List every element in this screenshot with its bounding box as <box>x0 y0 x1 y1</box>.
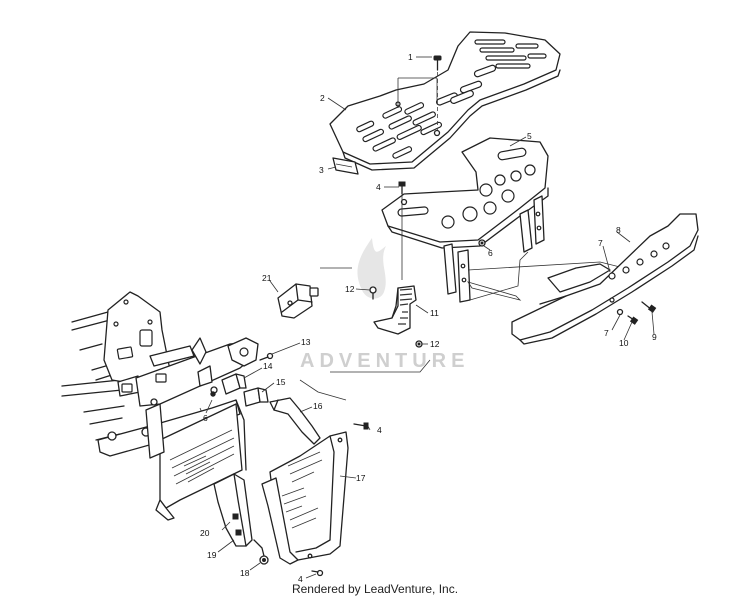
callout-1: 1 <box>408 52 413 62</box>
reflector-plate-part <box>332 157 359 175</box>
callout-3: 3 <box>319 165 324 175</box>
callout-17: 17 <box>356 473 366 483</box>
rack-mount-bracket-part <box>381 137 549 303</box>
callout-12-upper: 12 <box>345 284 355 294</box>
callout-14: 14 <box>263 361 273 371</box>
callout-13: 13 <box>301 337 311 347</box>
callout-6-upper: 6 <box>488 248 493 258</box>
callout-7-lower: 7 <box>604 328 609 338</box>
leader-lines <box>205 56 655 579</box>
callout-20: 20 <box>200 528 210 538</box>
rear-bumper-part <box>511 213 699 345</box>
leadventure-watermark: ADVENTURE <box>300 238 469 372</box>
callout-4-upper: 4 <box>376 182 381 192</box>
screw-bottom-part <box>311 569 324 577</box>
callout-15: 15 <box>276 377 286 387</box>
bumper-bolt-part <box>641 301 657 313</box>
callout-7-upper: 7 <box>598 238 603 248</box>
nut-upper-part <box>478 239 486 247</box>
callout-18: 18 <box>240 568 250 578</box>
screw-12-lower-part <box>415 340 423 348</box>
bolt-13-part <box>259 352 274 361</box>
upper-rack-part <box>329 31 561 171</box>
callout-19: 19 <box>207 550 217 560</box>
bumper-washer-part <box>616 308 624 316</box>
tail-light-part <box>277 283 319 319</box>
grommet-18-part <box>259 555 269 565</box>
callout-12-lower: 12 <box>430 339 440 349</box>
vehicle-frame-part <box>61 291 259 521</box>
callout-2: 2 <box>320 93 325 103</box>
callout-16: 16 <box>313 401 323 411</box>
side-guard-part <box>213 473 265 557</box>
callout-11: 11 <box>430 308 439 318</box>
screw-mid-part <box>353 422 369 430</box>
callout-labels: 1 2 3 4 5 6 7 8 7 10 9 21 12 11 12 13 14… <box>200 52 657 584</box>
splash-guard-part <box>261 431 349 565</box>
render-credit-caption: Rendered by LeadVenture, Inc. <box>291 582 459 596</box>
light-bracket-part <box>373 285 417 335</box>
flame-logo-icon <box>357 238 386 299</box>
bumper-nut-part <box>627 315 639 325</box>
watermark-text: ADVENTURE <box>300 350 469 372</box>
nut-lower-part <box>210 391 216 397</box>
callout-5: 5 <box>527 131 532 141</box>
callout-8: 8 <box>616 225 621 235</box>
rack-bolt-part <box>397 55 442 130</box>
tube-16-part <box>269 397 321 445</box>
clip-15-part <box>243 387 269 407</box>
screw-upper-part <box>398 181 406 195</box>
callout-4-mid: 4 <box>377 425 382 435</box>
callout-6-lower: 6 <box>203 413 208 423</box>
clamp-14-part <box>221 373 247 395</box>
callout-4-bottom: 4 <box>298 574 303 584</box>
callout-10: 10 <box>619 338 629 348</box>
callout-9: 9 <box>652 332 657 342</box>
callout-21: 21 <box>262 273 272 283</box>
